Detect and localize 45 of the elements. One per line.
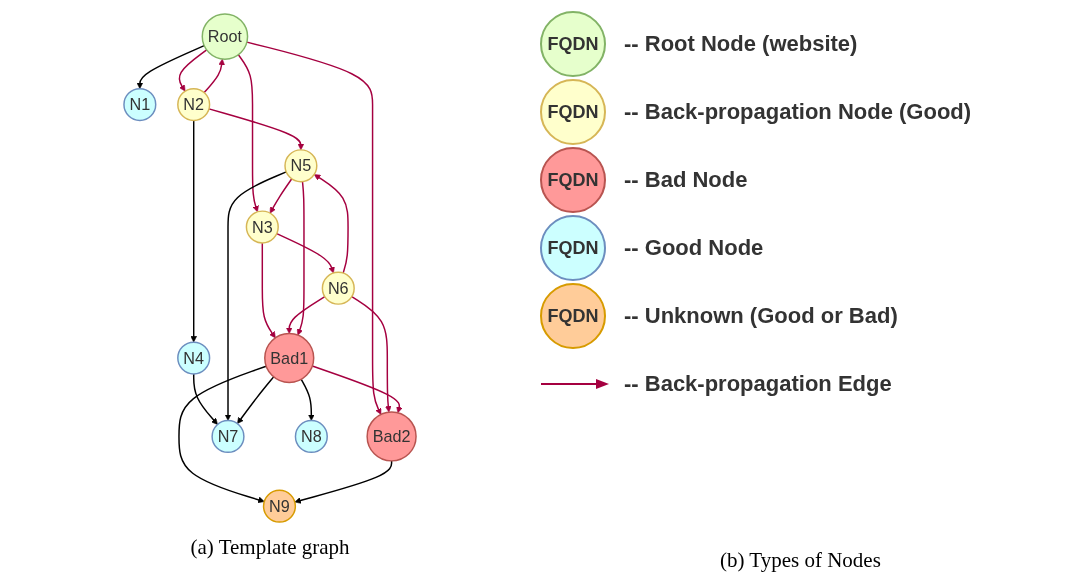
arrow	[237, 375, 275, 424]
node-circle: N8	[294, 419, 328, 453]
arrow	[313, 173, 349, 274]
legend-text: -- Back-propagation Edge	[624, 371, 892, 397]
arrow	[269, 177, 293, 213]
node-circle: N7	[211, 419, 245, 453]
legend-text: -- Root Node (website)	[624, 31, 858, 57]
arrow	[178, 48, 208, 91]
node-circle: N3	[245, 209, 279, 244]
node-circle: Bad1	[264, 332, 315, 383]
arrow	[294, 459, 393, 504]
node-circle: N6	[321, 271, 355, 305]
swatch-label: FQDN	[547, 33, 599, 55]
node-circle: Root	[201, 12, 249, 60]
legend-text: -- Good Node	[624, 235, 764, 261]
arrow	[192, 372, 218, 425]
swatch-label: FQDN	[547, 237, 599, 259]
arrow	[276, 232, 335, 273]
arrow	[203, 58, 225, 93]
subfigure-caption: (b) Types of Nodes	[720, 548, 881, 572]
legend-text: -- Back-propagation Node (Good)	[624, 99, 972, 125]
node-circle: Bad2	[366, 410, 417, 462]
legend-text: -- Unknown (Good or Bad)	[624, 303, 898, 329]
node-circle: N1	[123, 87, 157, 121]
swatch-label: FQDN	[547, 305, 599, 327]
node-circle: N4	[177, 340, 211, 375]
arrow	[296, 180, 305, 335]
arrow	[190, 119, 197, 342]
arrow	[178, 365, 267, 503]
arrow	[224, 170, 287, 421]
arrow	[300, 378, 315, 421]
node-circle: N9	[262, 489, 297, 523]
arrow	[136, 44, 205, 89]
legend-text: -- Bad Node	[624, 167, 748, 193]
arrow	[311, 364, 403, 413]
arrow	[286, 295, 326, 334]
arrow	[208, 107, 305, 150]
swatch-label: FQDN	[547, 101, 599, 123]
arrow	[351, 295, 392, 412]
subfigure-caption: (a) Template graph	[190, 535, 350, 559]
arrow	[237, 53, 259, 212]
swatch-label: FQDN	[547, 169, 599, 191]
node-circle: N2	[177, 87, 211, 121]
node-circle: N5	[284, 148, 318, 182]
arrow	[261, 241, 276, 338]
